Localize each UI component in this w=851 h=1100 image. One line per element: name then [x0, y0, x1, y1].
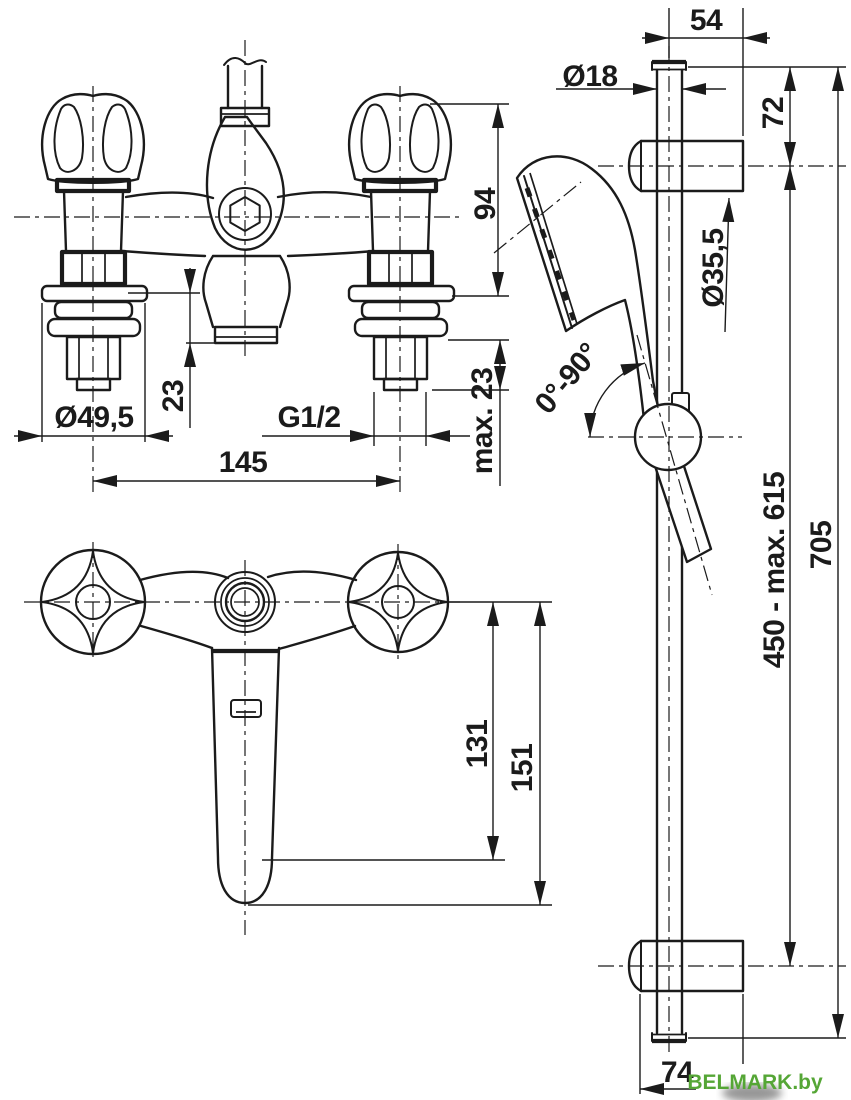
rail-tube [655, 68, 684, 1035]
hand-shower [515, 155, 664, 431]
dim-thread: G1/2 [277, 401, 340, 434]
dim-131: 131 [461, 720, 494, 769]
dim-151: 151 [506, 744, 539, 793]
dim-94: 94 [469, 187, 502, 220]
spout-aerator-top [230, 699, 262, 718]
spray-face [524, 187, 577, 321]
right-escutcheon [347, 284, 456, 303]
dim-max-23: max. 23 [466, 368, 499, 475]
watermark: BELMARK.by [687, 1064, 823, 1100]
dim-tube-dia: Ø18 [562, 60, 617, 93]
riser-pipe [226, 64, 264, 110]
dim-angle: 0°-90° [529, 337, 606, 420]
mixer-front-view [14, 40, 462, 494]
dim-range: 450 - max. 615 [758, 472, 791, 668]
watermark-smudge [722, 1084, 782, 1100]
diverter-boss [205, 115, 286, 251]
shower-rail-view [493, 46, 846, 1056]
hand-shower-body [515, 155, 664, 431]
body-top-view [138, 570, 358, 905]
dim-72: 72 [757, 97, 790, 129]
aerator [213, 325, 279, 345]
dim-23: 23 [157, 380, 190, 412]
dim-74: 74 [661, 1056, 694, 1089]
dimension-annotations: 94 23 max. 23 Ø49,5 G1/2 145 131 151 54 [14, 4, 846, 1095]
mixer-top-view [24, 542, 462, 935]
dim-bracket-dia: Ø35,5 [697, 228, 730, 307]
dim-54: 54 [690, 4, 723, 37]
shower-holder-cone [652, 455, 713, 564]
right-handle-assembly [347, 92, 456, 392]
mixer-body [120, 57, 376, 345]
dim-145: 145 [219, 446, 268, 479]
dim-flange-dia: Ø49,5 [54, 401, 133, 434]
watermark-text: BELMARK.by [687, 1071, 823, 1094]
spout-bell [202, 254, 291, 329]
left-handle-assembly [40, 92, 149, 392]
dim-705: 705 [805, 521, 838, 570]
